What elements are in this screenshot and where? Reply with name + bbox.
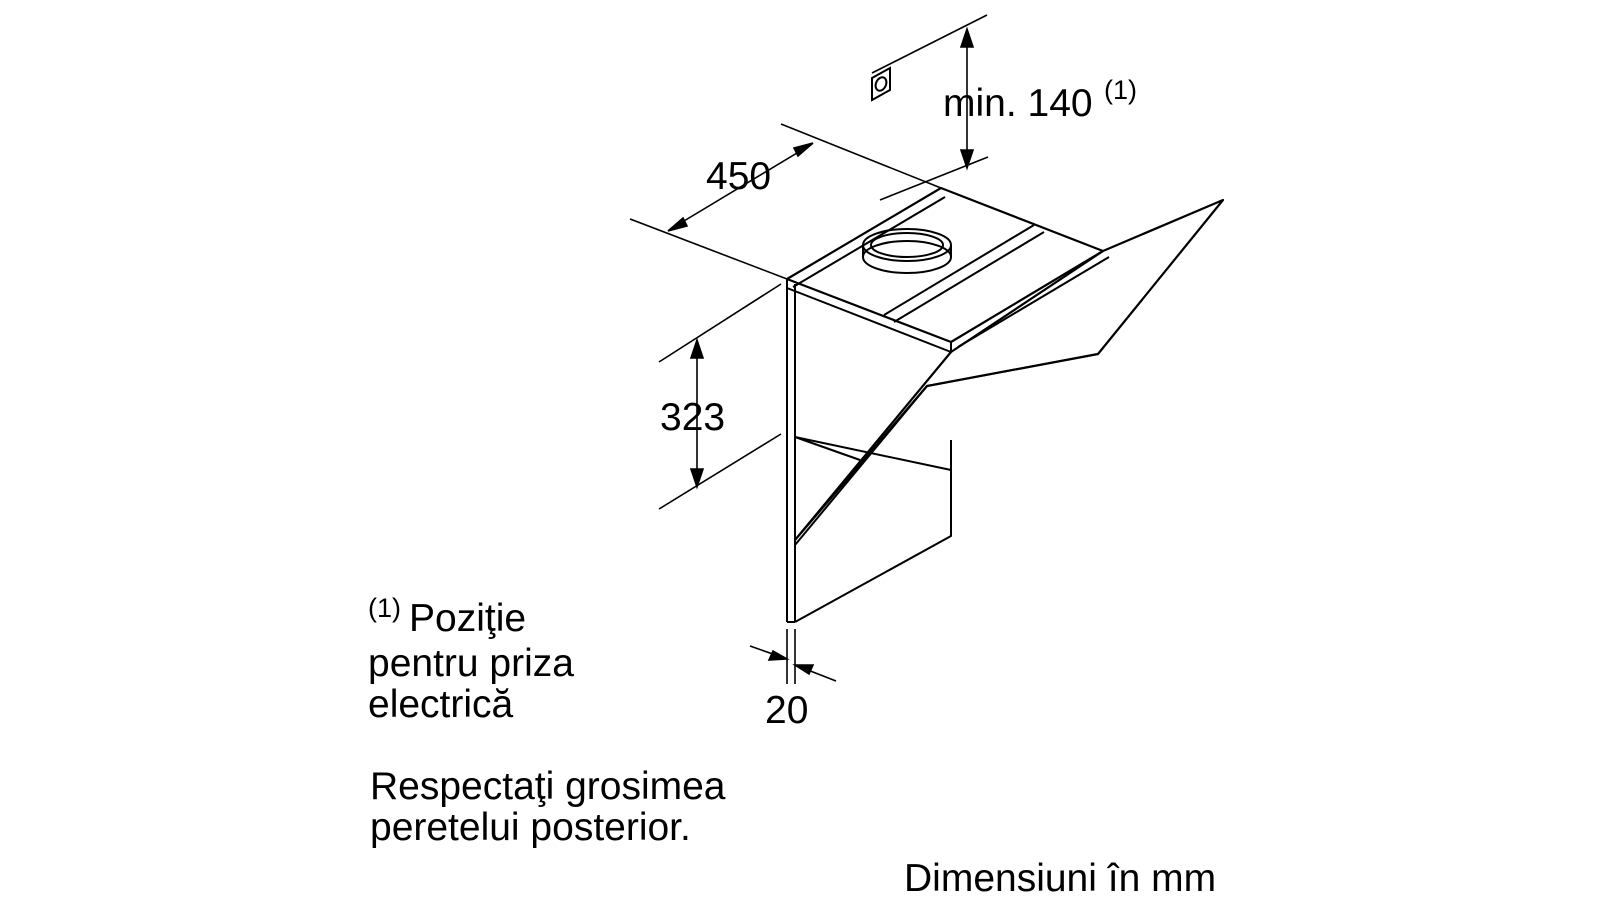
footnote-marker: (1) [368,593,401,623]
cooker-hood-outline [785,186,1225,623]
dimension-wall-gap-label: 20 [765,689,808,732]
dimension-depth-label: 450 [706,155,771,198]
electrical-socket-icon [871,66,891,102]
dimension-socket-height-lines [871,14,989,201]
footnote-line-3: electrică [368,683,514,726]
units-note: Dimensiuni în mm [904,857,1217,900]
wall-thickness-note: Respectaţi grosimea peretelui posterior. [370,766,726,848]
wall-note-line-2: peretelui posterior. [370,806,691,849]
dimension-wall-gap-lines [749,629,837,684]
dimension-socket-height-label: min. 140 [943,82,1093,125]
footnote-line-1: Poziţie [409,597,527,640]
wall-note-line-1: Respectaţi grosimea [370,765,726,808]
dimension-socket-height-ref: (1) [1104,75,1137,105]
footnote-socket-position: (1) Poziţie pentru priza electrică [368,593,574,726]
footnote-line-2: pentru priza [368,642,574,685]
dimension-depth-lines [629,123,942,280]
dimension-front-height-label: 323 [660,396,725,439]
dimension-front-height-lines [658,283,782,510]
